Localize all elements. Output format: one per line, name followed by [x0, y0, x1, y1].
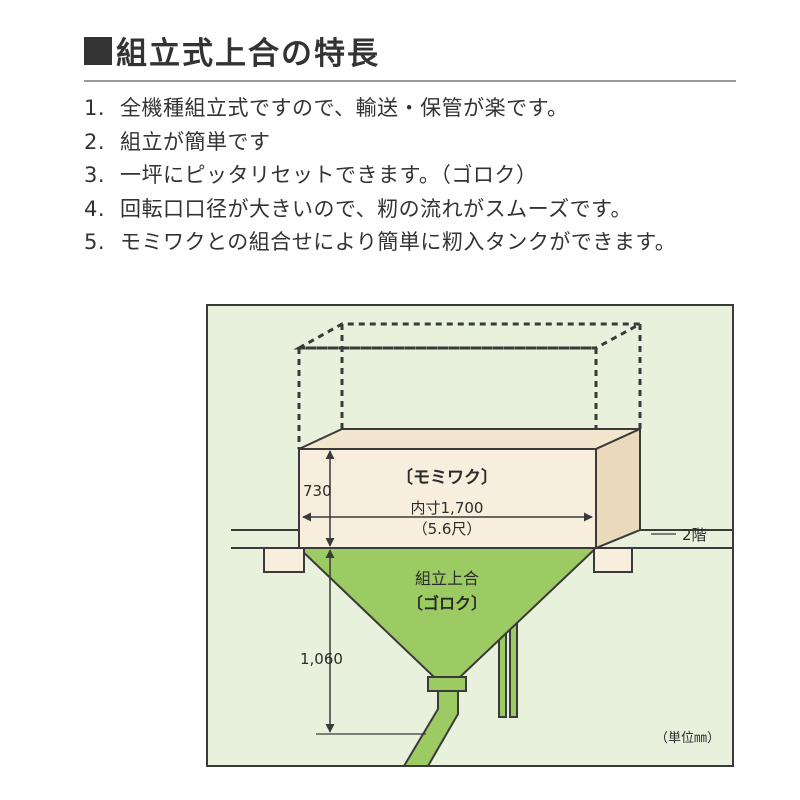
support-brackets	[263, 547, 633, 573]
inner-dimension-shaku-label: （5.6尺）	[413, 520, 482, 538]
upper-box	[298, 427, 641, 550]
page-title: 組立式上合の特長	[84, 28, 736, 73]
hopper-sublabel: 〔ゴロク〕	[407, 594, 487, 613]
feature-number: 3.	[84, 163, 106, 187]
unit-note: （単位㎜）	[655, 730, 720, 746]
feature-item: 4. 回転口口径が大きいので、籾の流れがスムーズです。	[84, 193, 676, 227]
page-title-text: 組立式上合の特長	[116, 36, 380, 72]
feature-text: 一坪にピッタリセットできます。（ゴロク）	[120, 163, 538, 187]
hopper-label: 組立上合	[415, 569, 479, 588]
feature-text: 全機種組立式ですので、輸送・保管が楽です。	[120, 96, 569, 120]
feature-number: 4.	[84, 196, 106, 221]
feature-number: 1.	[84, 96, 106, 120]
spout-collar	[427, 676, 467, 692]
feature-item: 3. 一坪にピッタリセットできます。（ゴロク）	[84, 159, 676, 193]
feature-list: 1. 全機種組立式ですので、輸送・保管が楽です。 2. 組立が簡単です 3. 一坪にピ…	[84, 92, 676, 260]
feature-item: 2. 組立が簡単です	[84, 126, 676, 160]
dashed-extension-box	[293, 322, 642, 449]
feature-item: 5. モミワクとの組合せにより簡単に籾入タンクができます。	[84, 226, 676, 260]
assembly-diagram: 〔モミワク〕 内寸1,700 （5.6尺） 730 1,060 2階 組立上合 …	[206, 304, 734, 767]
inner-dimension-label: 内寸1,700	[411, 499, 484, 517]
upper-box-label: 〔モミワク〕	[396, 467, 498, 488]
title-block: 組立式上合の特長	[84, 28, 736, 73]
height-upper-label: 730	[303, 482, 332, 500]
feature-text: 組立が簡単です	[120, 129, 271, 154]
height-lower-label: 1,060	[300, 650, 343, 668]
feature-item: 1. 全機種組立式ですので、輸送・保管が楽です。	[84, 92, 676, 126]
feature-number: 2.	[84, 129, 106, 154]
feature-text: モミワクとの組合せにより簡単に籾入タンクができます。	[120, 230, 677, 254]
floor-label: 2階	[682, 526, 707, 544]
title-square-icon	[84, 36, 112, 65]
feature-number: 5.	[84, 230, 106, 254]
feature-text: 回転口口径が大きいので、籾の流れがスムーズです。	[120, 196, 633, 221]
title-divider	[84, 80, 736, 82]
